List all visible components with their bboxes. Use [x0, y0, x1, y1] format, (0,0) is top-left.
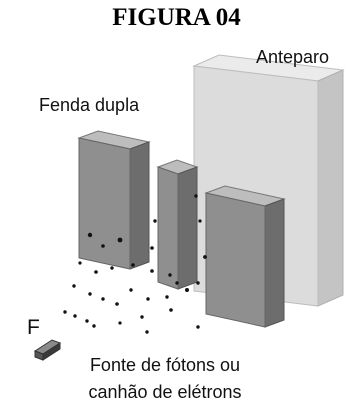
source-label-line1: Fonte de fótons ou — [89, 355, 241, 375]
particle — [169, 308, 173, 312]
particle — [150, 246, 154, 250]
source-block — [33, 339, 62, 361]
particle — [73, 314, 77, 318]
particle — [115, 302, 119, 306]
particle — [92, 324, 96, 328]
particle — [150, 269, 154, 273]
particle — [78, 261, 82, 265]
particle — [196, 281, 200, 285]
particle — [85, 319, 89, 323]
barrier-middle — [156, 159, 199, 290]
barrier-left — [77, 130, 151, 270]
particle — [185, 288, 189, 292]
source-letter-label: F — [27, 316, 40, 339]
particle — [175, 281, 179, 285]
particle — [129, 288, 133, 292]
particle — [101, 297, 105, 301]
particle — [194, 194, 198, 198]
particle — [145, 330, 149, 334]
particle — [146, 297, 150, 301]
particle — [198, 219, 202, 223]
particle — [196, 325, 200, 329]
double-slit-label: Fenda dupla — [39, 95, 140, 115]
barrier-right — [204, 185, 286, 328]
particle — [140, 315, 144, 319]
particle — [101, 244, 105, 248]
particle — [87, 232, 93, 238]
particle — [63, 310, 67, 314]
particles — [63, 194, 207, 334]
figure-title: FIGURA 04 — [112, 4, 241, 31]
particle — [72, 284, 76, 288]
particle — [131, 263, 135, 267]
particle — [165, 295, 169, 299]
particle — [153, 219, 157, 223]
screen-label: Anteparo — [256, 47, 330, 67]
particle — [118, 321, 122, 325]
source-label: Fonte de fótons ou canhão de elétrons — [58, 352, 272, 406]
particle — [94, 270, 98, 274]
particle — [88, 292, 92, 296]
particle — [203, 255, 207, 259]
particle — [117, 237, 123, 243]
source-label-line2: canhão de elétrons — [88, 382, 242, 402]
particle — [110, 266, 114, 270]
screen-side-face — [317, 69, 344, 307]
particle — [168, 273, 172, 277]
